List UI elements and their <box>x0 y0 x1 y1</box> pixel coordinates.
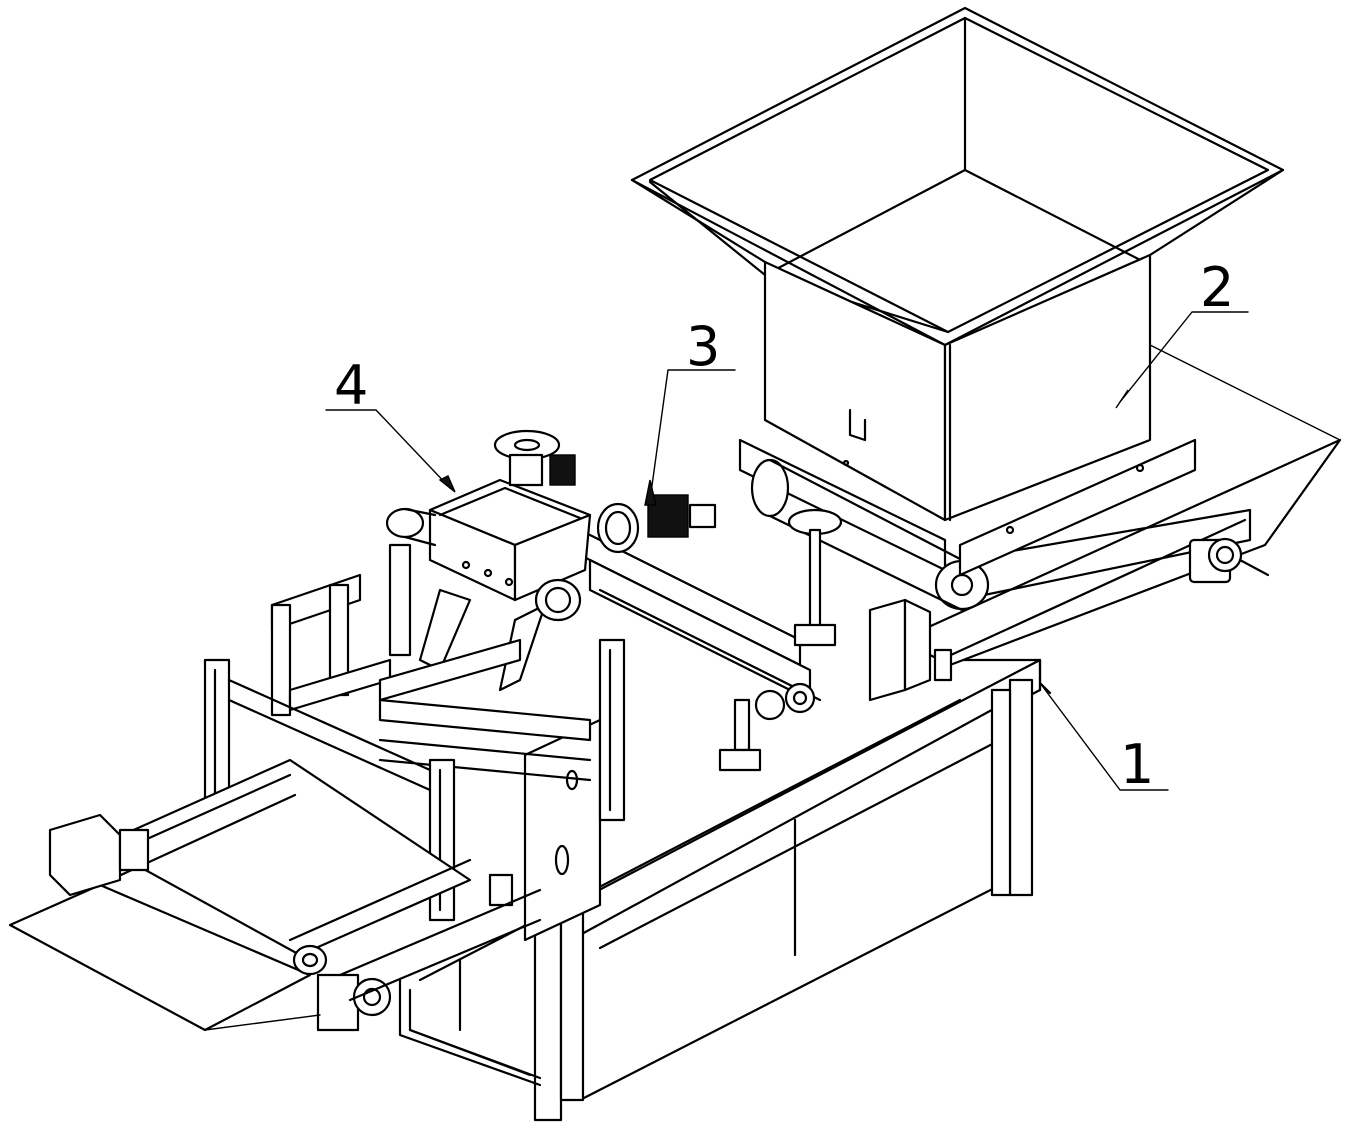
callout-3: 3 <box>686 315 720 378</box>
callout-4: 4 <box>334 354 368 417</box>
callout-1: 1 <box>1120 733 1154 796</box>
callout-2: 2 <box>1200 256 1234 319</box>
